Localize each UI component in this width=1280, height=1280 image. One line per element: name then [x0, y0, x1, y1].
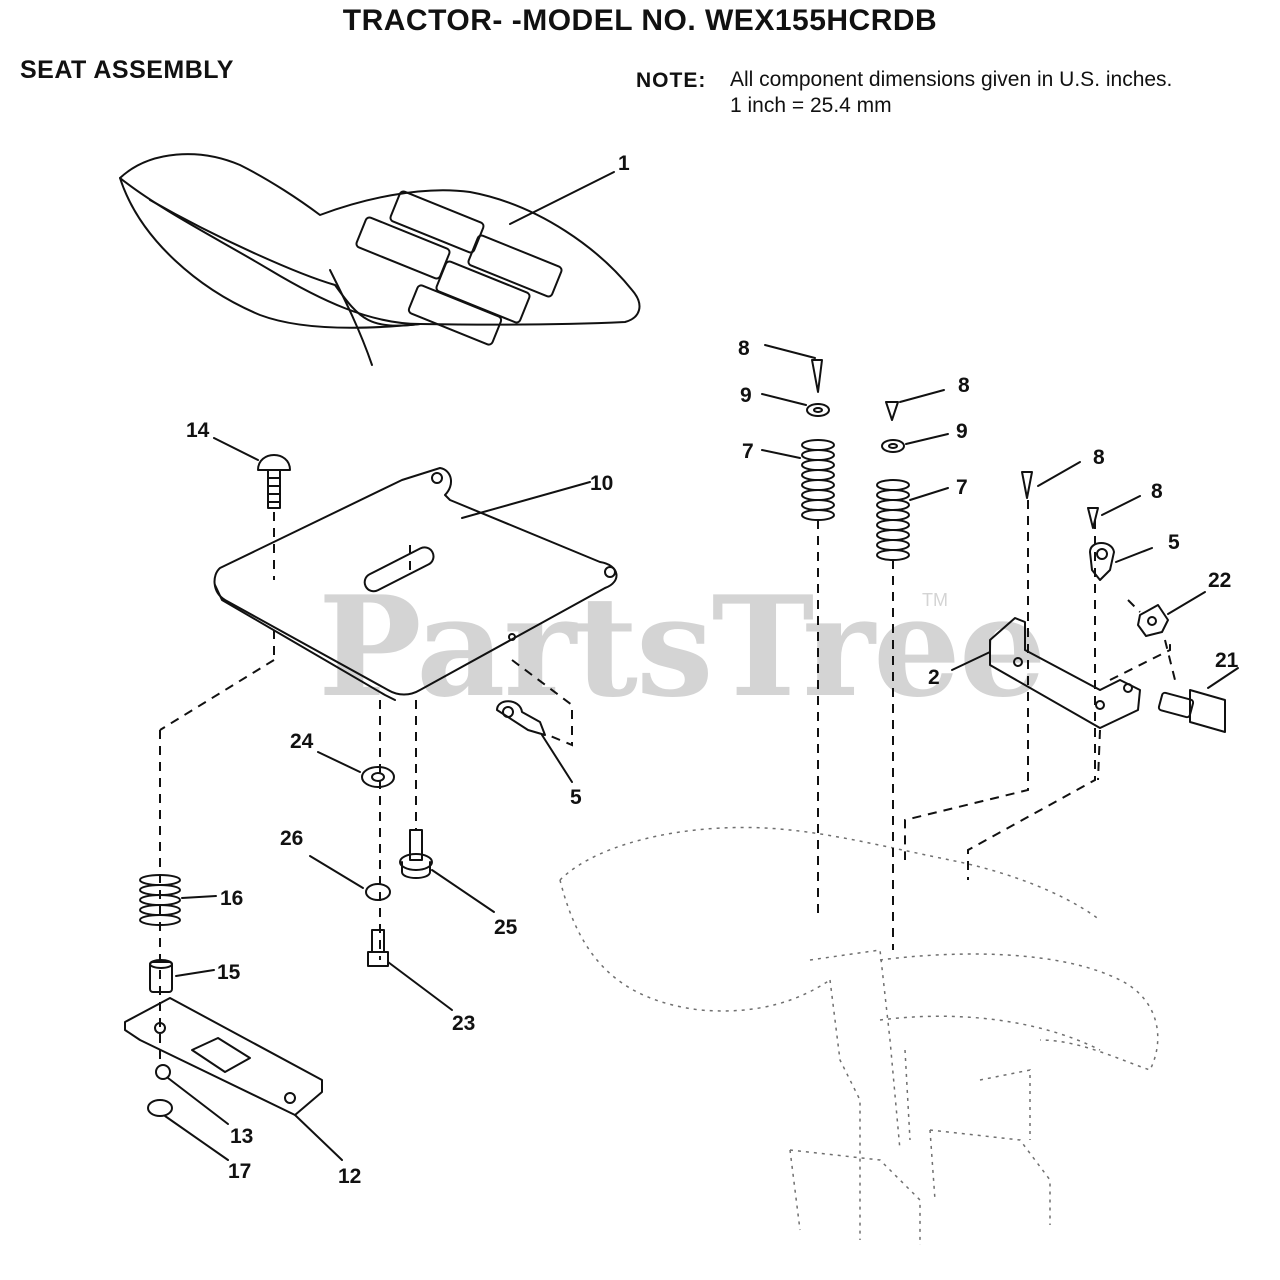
callout-9-b: 9 [956, 420, 968, 443]
callout-12: 12 [338, 1165, 361, 1188]
callout-15: 15 [217, 961, 241, 984]
callout-26: 26 [280, 827, 303, 850]
seat-pan-part [213, 467, 618, 701]
callout-25: 25 [494, 916, 518, 939]
carriage-bolt-part [213, 437, 291, 509]
page-title: TRACTOR- -MODEL NO. WEX155HCRDB [342, 4, 938, 37]
watermark-tm: TM [922, 590, 948, 610]
callout-8-a: 8 [738, 337, 750, 360]
bolt-part-21 [1157, 667, 1239, 733]
clip-part-right [1089, 542, 1153, 581]
callout-8-d: 8 [1151, 480, 1163, 503]
callout-13: 13 [230, 1125, 253, 1148]
bracket-plate-part [124, 997, 343, 1161]
callout-1: 1 [618, 152, 630, 175]
callout-9-a: 9 [740, 384, 752, 407]
callout-17: 17 [228, 1160, 251, 1183]
spring-part-16 [139, 874, 217, 926]
spring-stack-right [876, 389, 949, 561]
lock-washer-part [365, 883, 391, 901]
callout-22: 22 [1208, 569, 1231, 592]
watermark: PartsTree [318, 565, 1047, 728]
nut-part-17 [147, 1099, 173, 1117]
callout-5-right: 5 [1168, 531, 1180, 554]
callout-24: 24 [290, 730, 314, 753]
clip-part-left [496, 700, 573, 783]
callout-2: 2 [928, 666, 940, 689]
bracket-part-2 [951, 617, 1141, 729]
callout-8-b: 8 [958, 374, 970, 397]
screw-part-23 [367, 929, 453, 1011]
washer-part-24 [361, 766, 395, 788]
callout-14: 14 [186, 419, 210, 442]
note-conversion: 1 inch = 25.4 mm [730, 94, 892, 117]
callout-7-a: 7 [742, 440, 754, 463]
note-label: NOTE: [636, 69, 707, 92]
section-title: SEAT ASSEMBLY [20, 56, 234, 84]
nut-part-22 [1137, 591, 1206, 637]
callout-7-b: 7 [956, 476, 968, 499]
callout-23: 23 [452, 1012, 475, 1035]
callout-10: 10 [590, 472, 613, 495]
seat-part [119, 153, 641, 366]
nut-part-13 [155, 1064, 171, 1080]
callout-21: 21 [1215, 649, 1239, 672]
note-dimensions: All component dimensions given in U.S. i… [730, 68, 1173, 91]
spring-stack-left [761, 344, 835, 521]
callout-5-left: 5 [570, 786, 582, 809]
callout-16: 16 [220, 887, 243, 910]
callout-8-c: 8 [1093, 446, 1105, 469]
shoulder-bolt-part [399, 829, 495, 913]
